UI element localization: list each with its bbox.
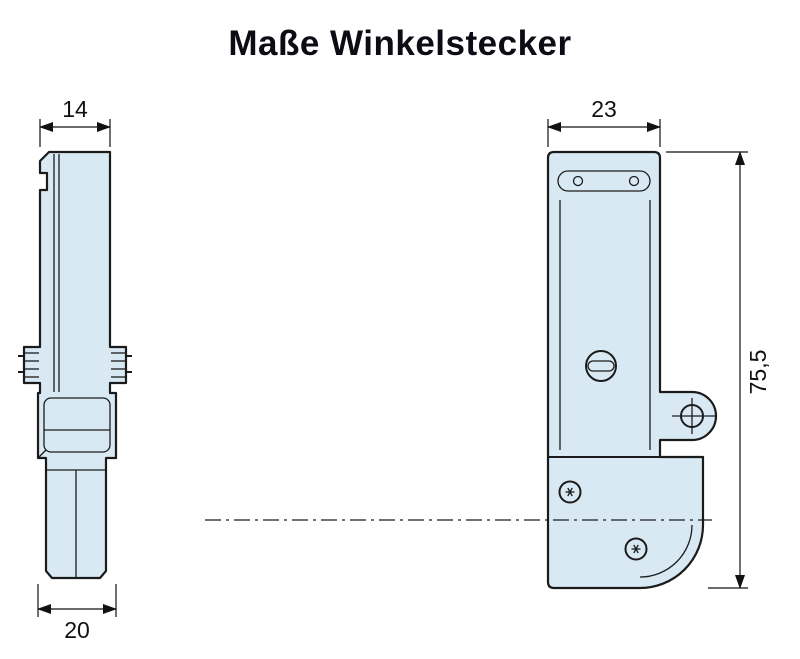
left-side-view [18,150,132,580]
left-terminal-tab [18,352,39,378]
dim-75-5-label: 75,5 [745,350,771,395]
torx-screw-2 [624,537,648,561]
front-view-outline [546,150,718,590]
pivot-hole [672,398,716,434]
dim-20-label: 20 [64,617,90,643]
torx-screw-1 [558,480,582,504]
top-slot [557,170,651,192]
right-terminal-tab [111,352,132,378]
page-title: Maße Winkelstecker [228,24,572,63]
dimension-left-bottom-width: 20 [37,584,117,643]
left-view-outline [22,150,128,580]
slot-hole-right [628,175,640,187]
middle-block-inset [43,397,111,453]
center-screw [585,350,617,382]
dim-14-label: 14 [62,96,88,122]
slot-hole-left [572,175,584,187]
base-inner-arc [639,524,693,578]
dimension-left-top-width: 14 [39,96,111,147]
front-view [546,150,718,590]
dimension-right-top-width: 23 [547,96,661,147]
dimension-right-height: 75,5 [666,151,771,589]
dim-23-label: 23 [591,96,617,122]
middle-block-chamfer [37,449,47,459]
